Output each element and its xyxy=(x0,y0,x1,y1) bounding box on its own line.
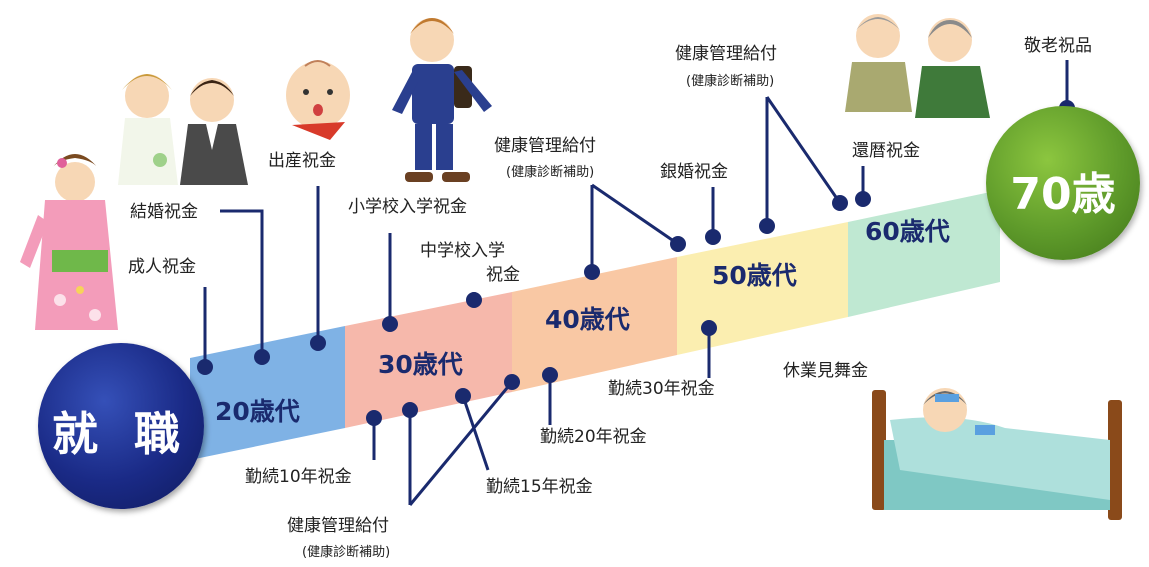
band-50s xyxy=(677,222,848,355)
schoolboy-icon xyxy=(392,18,492,182)
band-20s xyxy=(190,326,345,460)
event-kenko-b: 健康管理給付 xyxy=(675,44,777,64)
event-kinzoku30: 勤続30年祝金 xyxy=(608,379,715,399)
event-chugakko-line2: 祝金 xyxy=(486,265,520,285)
event-shussan: 出産祝金 xyxy=(268,151,336,171)
decade-30s: 30歳代 xyxy=(378,350,463,379)
decade-20s: 20歳代 xyxy=(215,397,300,426)
elderly-couple-icon xyxy=(845,14,990,118)
event-gin: 銀婚祝金 xyxy=(660,162,728,182)
event-kyugyo: 休業見舞金 xyxy=(783,361,868,381)
event-kenko-b-sub: (健康診断補助) xyxy=(686,74,775,89)
event-kinzoku15: 勤続15年祝金 xyxy=(486,477,593,497)
event-kenko-a: 健康管理給付 xyxy=(494,136,596,156)
kimono-girl-icon xyxy=(20,154,118,330)
event-shogakko: 小学校入学祝金 xyxy=(348,197,467,217)
event-kanreki: 還暦祝金 xyxy=(852,141,920,161)
decade-60s: 60歳代 xyxy=(865,217,950,246)
event-kinzoku20: 勤続20年祝金 xyxy=(540,427,647,447)
wedding-couple-icon xyxy=(118,74,248,185)
event-kenko-c: 健康管理給付 xyxy=(287,516,389,536)
baby-icon xyxy=(286,60,350,140)
event-kinzoku10: 勤続10年祝金 xyxy=(245,467,352,487)
event-keiro: 敬老祝品 xyxy=(1024,36,1092,56)
event-kenko-c-sub: (健康診断補助) xyxy=(302,545,391,560)
event-kekkon: 結婚祝金 xyxy=(130,202,198,222)
end-label: 70歳 xyxy=(1010,169,1116,220)
event-seijin: 成人祝金 xyxy=(128,257,196,277)
decade-50s: 50歳代 xyxy=(712,261,797,290)
start-circle xyxy=(38,343,204,509)
start-label: 就 職 xyxy=(51,407,190,461)
decade-40s: 40歳代 xyxy=(545,305,630,334)
event-chugakko-line1: 中学校入学 xyxy=(420,241,505,261)
end-circle xyxy=(986,106,1140,260)
band-40s xyxy=(512,257,677,392)
sick-in-bed-icon xyxy=(872,388,1122,520)
event-kenko-a-sub: (健康診断補助) xyxy=(506,165,595,180)
band-60s xyxy=(848,190,1000,317)
